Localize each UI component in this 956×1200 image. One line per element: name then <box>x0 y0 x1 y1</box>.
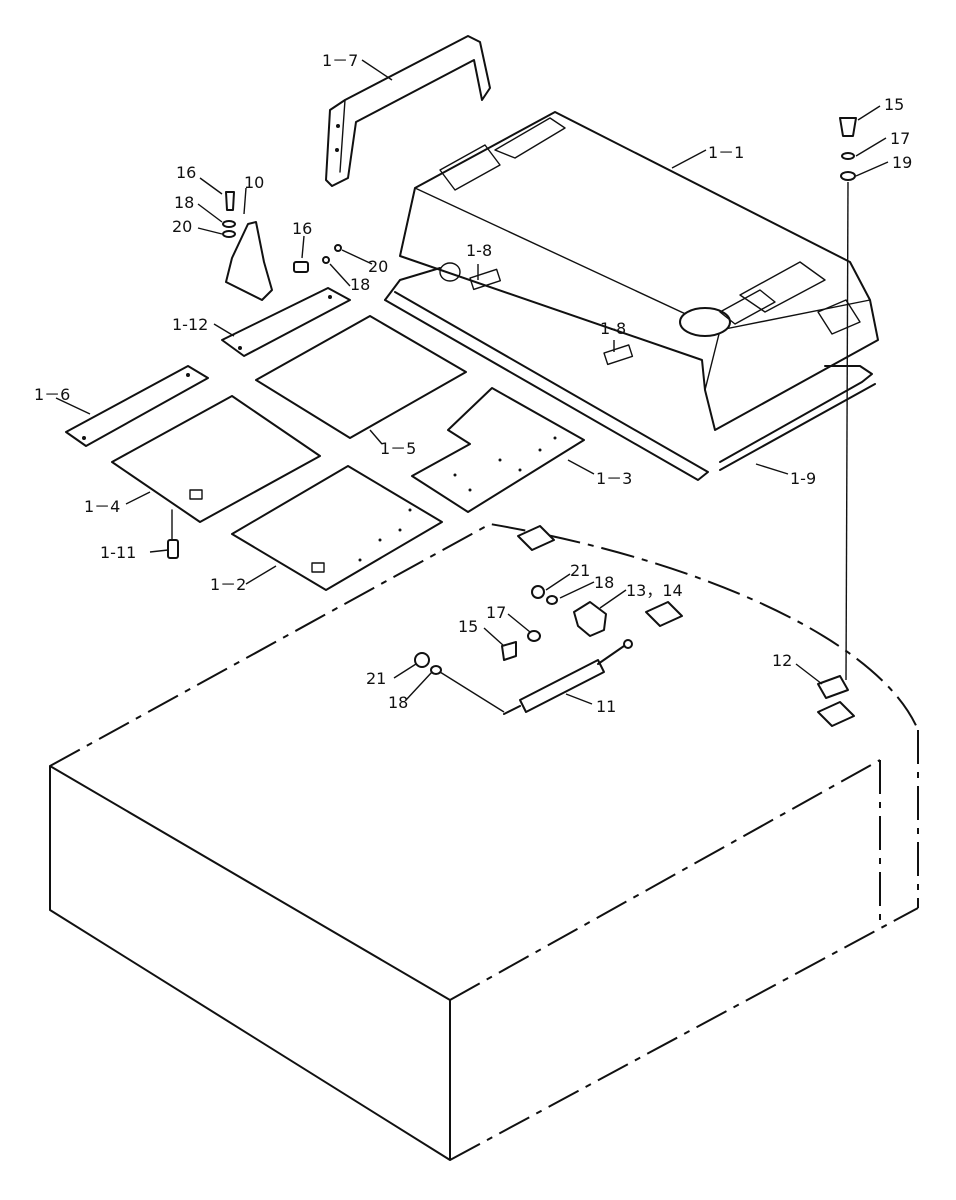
part-1-3-panel <box>411 387 585 513</box>
part-13-14-bracket <box>573 601 607 637</box>
callout-1-8-upper: 1-8 <box>466 241 492 260</box>
callout-10: 10 <box>244 173 264 192</box>
part-10-hinge-bracket <box>222 191 342 301</box>
callout-21-upper: 21 <box>570 561 590 580</box>
callout-1-8-lower: 1-8 <box>600 319 626 338</box>
part-1-1-cover <box>399 111 879 431</box>
callout-11: 11 <box>596 697 616 716</box>
callout-12: 12 <box>772 651 792 670</box>
part-15-17-19-hardware <box>839 117 857 681</box>
small-hardware <box>414 585 558 713</box>
callout-1-7: 1－7 <box>322 51 358 70</box>
callout-20-left: 20 <box>172 217 192 236</box>
callout-18-left: 18 <box>174 193 194 212</box>
part-1-2-panel <box>231 465 443 591</box>
callout-1-1: 1－1 <box>708 143 744 162</box>
callout-16-mid: 16 <box>292 219 312 238</box>
callout-19: 19 <box>892 153 912 172</box>
callout-1-12: 1-12 <box>172 315 208 334</box>
leader-lines <box>55 59 889 705</box>
part-1-9-frame-rail <box>384 267 876 481</box>
callout-17-lower: 17 <box>486 603 506 622</box>
callout-1-6: 1－6 <box>34 385 70 404</box>
part-11-gas-spring <box>503 639 633 715</box>
mounting-blocks <box>517 525 855 727</box>
part-1-12-bracket <box>221 287 351 357</box>
part-1-7-handle <box>325 35 491 187</box>
callout-13-14: 13，14 <box>626 581 683 600</box>
callout-1-3: 1－3 <box>596 469 632 488</box>
part-1-4-panel <box>111 395 321 523</box>
callout-18-lower: 18 <box>388 693 408 712</box>
callout-1-9: 1-9 <box>790 469 816 488</box>
callout-1-4: 1－4 <box>84 497 120 516</box>
callout-15-lower: 15 <box>458 617 478 636</box>
callout-1-2: 1－2 <box>210 575 246 594</box>
callout-16-left: 16 <box>176 163 196 182</box>
part-1-6-bracket <box>65 365 209 447</box>
callout-1-11: 1-11 <box>100 543 136 562</box>
callout-15-top: 15 <box>884 95 904 114</box>
callout-1-5: 1－5 <box>380 439 416 458</box>
callout-21-lower: 21 <box>366 669 386 688</box>
cabinet-base <box>49 522 919 1161</box>
part-1-11-screw <box>167 509 179 559</box>
part-1-5-panel <box>255 315 467 439</box>
callout-labels: 1－7 1－1 15 17 19 16 10 18 20 16 1-8 20 1… <box>34 51 912 716</box>
callout-18-upper: 18 <box>594 573 614 592</box>
callout-20-mid: 20 <box>368 257 388 276</box>
callout-17-top: 17 <box>890 129 910 148</box>
callout-18-mid: 18 <box>350 275 370 294</box>
